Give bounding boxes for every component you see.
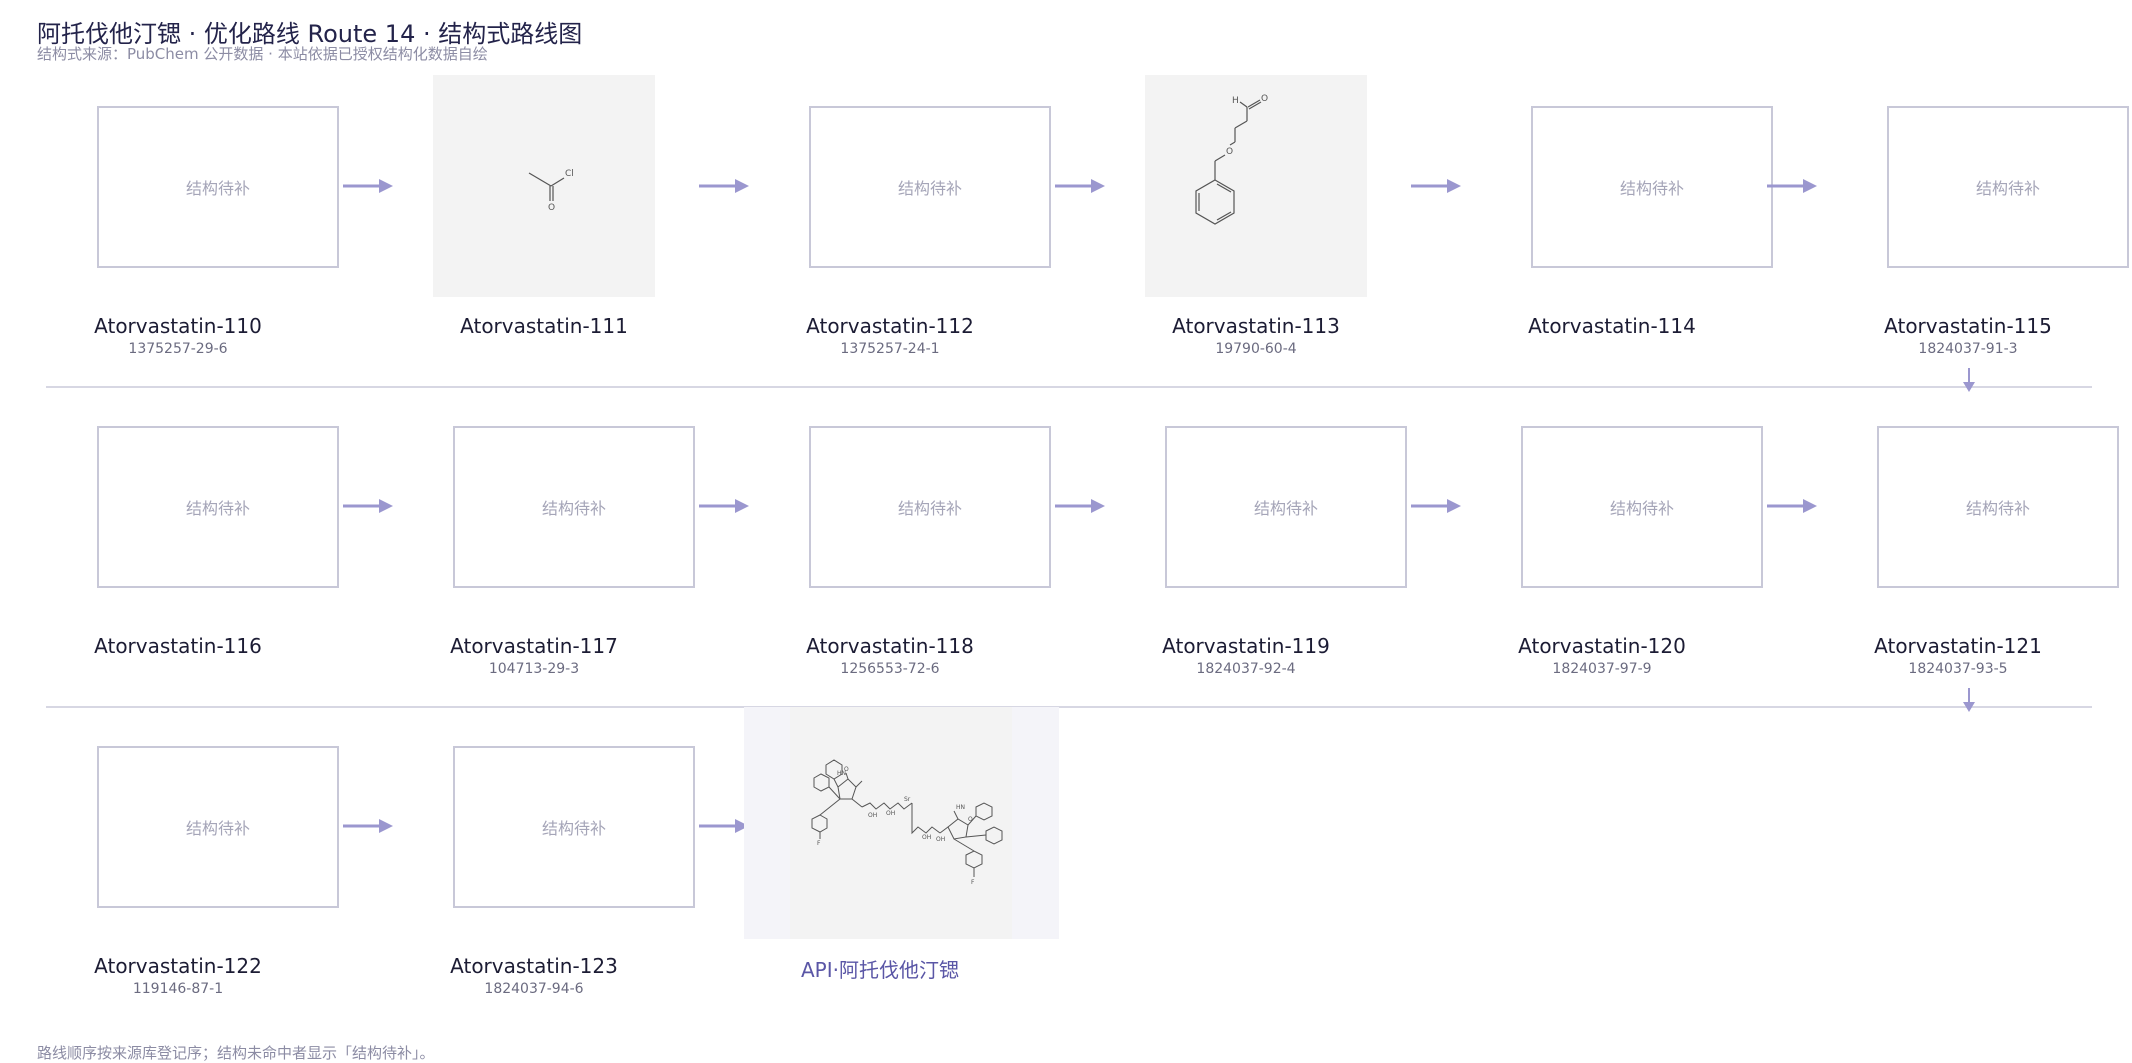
hn-label: HN (956, 804, 965, 811)
compound-cas: 104713-29-3 (488, 661, 580, 677)
hydroxyl-label: OH (886, 810, 895, 817)
api-card[interactable]: HN O F OH OH Sr OH OH HN O F API·阿托伐他汀锶 (702, 707, 1059, 990)
structure-placeholder: 结构待补 (809, 426, 1051, 588)
oxygen-label: O (1261, 94, 1268, 104)
right-arrow-icon (1767, 178, 1817, 194)
oxygen-label: O (1226, 147, 1233, 157)
compound-name: Atorvastatin-112 (806, 314, 974, 338)
compound-cas: 1256553-72-6 (840, 661, 940, 677)
structure-image: HN O F OH OH Sr OH OH HN O F (790, 707, 1012, 939)
oxygen-label: O (968, 816, 973, 823)
down-arrow-icon (1959, 368, 1979, 394)
compound-name: Atorvastatin-115 (1884, 314, 2052, 338)
right-arrow-icon (343, 498, 393, 514)
compound-card[interactable]: 结构待补 Atorvastatin-110 1375257-29-6 (0, 75, 356, 357)
compound-card[interactable]: 结构待补 Atorvastatin-123 1824037-94-6 (356, 715, 712, 997)
compound-name: Atorvastatin-118 (806, 634, 974, 658)
down-arrow-icon (1959, 688, 1979, 714)
compound-card[interactable]: 结构待补 Atorvastatin-118 1256553-72-6 (712, 395, 1068, 677)
page-subtitle: 结构式来源：PubChem 公开数据 · 本站依据已授权结构化数据自绘 (37, 45, 488, 63)
compound-cas: 1375257-29-6 (128, 341, 228, 357)
compound-name: Atorvastatin-123 (450, 954, 618, 978)
footer-note: 路线顺序按来源库登记序；结构未命中者显示「结构待补」。 (37, 1044, 435, 1062)
compound-card[interactable]: 结构待补 Atorvastatin-112 1375257-24-1 (712, 75, 1068, 357)
structure-placeholder: 结构待补 (1521, 426, 1763, 588)
compound-cas: 1824037-94-6 (484, 981, 584, 997)
compound-name: Atorvastatin-114 (1528, 314, 1696, 338)
structure-placeholder: 结构待补 (97, 426, 339, 588)
compound-name: Atorvastatin-113 (1172, 314, 1340, 338)
compound-name: Atorvastatin-117 (450, 634, 618, 658)
structure-placeholder: 结构待补 (809, 106, 1051, 268)
compound-card[interactable]: 结构待补 Atorvastatin-117 104713-29-3 (356, 395, 712, 677)
oxygen-label: O (844, 766, 849, 773)
hydrogen-label: H (1232, 96, 1239, 106)
compound-name: Atorvastatin-120 (1518, 634, 1686, 658)
compound-cas: 1824037-92-4 (1196, 661, 1296, 677)
compound-cas: 119146-87-1 (132, 981, 224, 997)
structure-image: Cl O (433, 75, 655, 297)
structure-placeholder: 结构待补 (97, 106, 339, 268)
compound-name: Atorvastatin-111 (460, 314, 628, 338)
compound-cas: 1824037-93-5 (1908, 661, 2008, 677)
compound-card[interactable]: Cl O Atorvastatin-111 (366, 75, 722, 350)
right-arrow-icon (1055, 178, 1105, 194)
structure-image: H O O (1145, 75, 1367, 297)
compound-card[interactable]: 结构待补 Atorvastatin-115 1824037-91-3 (1790, 75, 2132, 357)
compound-cas: 1375257-24-1 (840, 341, 940, 357)
compound-card[interactable]: 结构待补 Atorvastatin-119 1824037-92-4 (1068, 395, 1424, 677)
oxygen-label: O (548, 203, 555, 213)
hydroxyl-label: OH (936, 836, 945, 843)
right-arrow-icon (1767, 498, 1817, 514)
structure-placeholder: 结构待补 (1165, 426, 1407, 588)
fluorine-label: F (817, 840, 821, 847)
right-arrow-icon (1411, 178, 1461, 194)
compound-name: Atorvastatin-121 (1874, 634, 2042, 658)
row-divider (46, 386, 2092, 388)
hydroxyl-label: OH (868, 812, 877, 819)
compound-name: Atorvastatin-119 (1162, 634, 1330, 658)
compound-card[interactable]: 结构待补 Atorvastatin-120 1824037-97-9 (1424, 395, 1780, 677)
page-title: 阿托伐他汀锶 · 优化路线 Route 14 · 结构式路线图 (37, 20, 583, 48)
structure-placeholder: 结构待补 (453, 746, 695, 908)
structure-placeholder: 结构待补 (1887, 106, 2129, 268)
compound-name: Atorvastatin-122 (94, 954, 262, 978)
hn-label: HN (837, 770, 846, 777)
chlorine-label: Cl (565, 169, 574, 179)
hydroxyl-label: OH (922, 834, 931, 841)
api-name: API·阿托伐他汀锶 (801, 958, 959, 982)
compound-cas: 1824037-91-3 (1918, 341, 2018, 357)
strontium-label: Sr (904, 796, 911, 803)
structure-placeholder: 结构待补 (453, 426, 695, 588)
right-arrow-icon (699, 818, 749, 834)
right-arrow-icon (343, 178, 393, 194)
compound-card[interactable]: 结构待补 Atorvastatin-122 119146-87-1 (0, 715, 356, 997)
compound-name: Atorvastatin-116 (94, 634, 262, 658)
row-divider (46, 706, 2092, 708)
structure-placeholder: 结构待补 (1531, 106, 1773, 268)
compound-cas: 19790-60-4 (1215, 341, 1297, 357)
fluorine-label: F (971, 879, 975, 886)
right-arrow-icon (343, 818, 393, 834)
compound-card[interactable]: 结构待补 Atorvastatin-116 (0, 395, 356, 670)
right-arrow-icon (699, 178, 749, 194)
compound-card[interactable]: H O O Atorvastatin-113 19790-60-4 (1078, 75, 1434, 357)
structure-placeholder: 结构待补 (1877, 426, 2119, 588)
compound-card[interactable]: 结构待补 Atorvastatin-114 (1434, 75, 1790, 350)
right-arrow-icon (699, 498, 749, 514)
right-arrow-icon (1055, 498, 1105, 514)
compound-name: Atorvastatin-110 (94, 314, 262, 338)
right-arrow-icon (1411, 498, 1461, 514)
compound-card[interactable]: 结构待补 Atorvastatin-121 1824037-93-5 (1780, 395, 2132, 677)
structure-placeholder: 结构待补 (97, 746, 339, 908)
compound-cas: 1824037-97-9 (1552, 661, 1652, 677)
